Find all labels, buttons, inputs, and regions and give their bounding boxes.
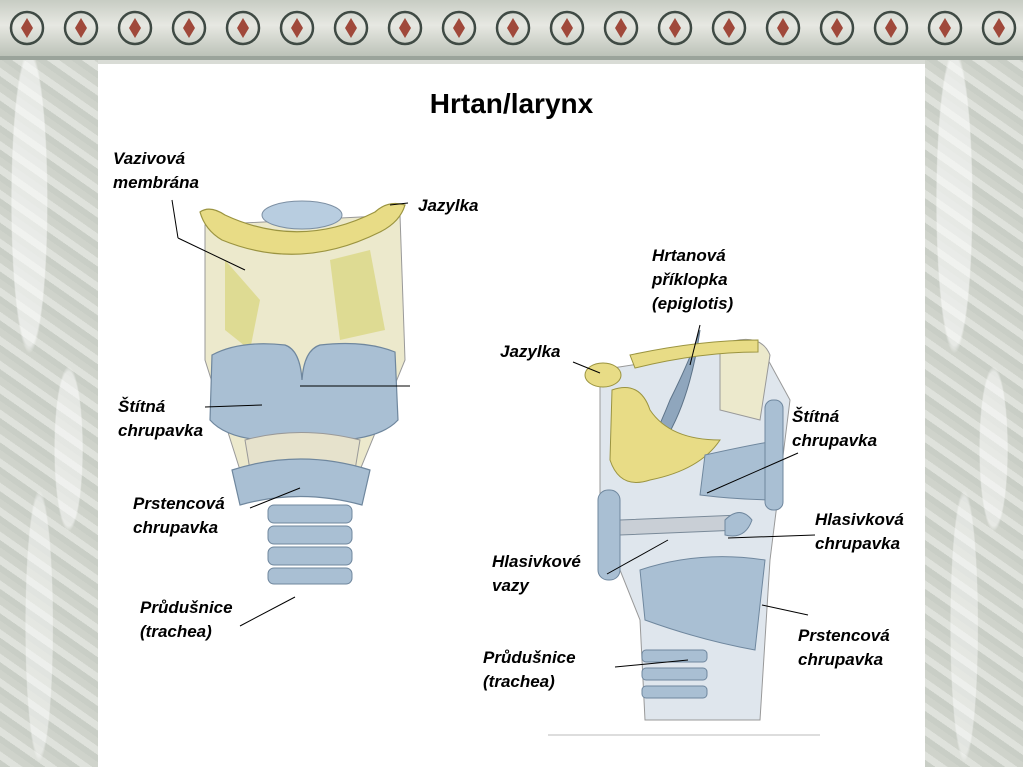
frieze-ring xyxy=(711,10,747,46)
frieze-flower xyxy=(777,18,789,38)
larynx-front-view xyxy=(171,199,410,627)
label-epiglottis: Hrtanová příklopka (epiglotis) xyxy=(652,246,734,313)
frieze-flower xyxy=(885,18,897,38)
decorative-frieze xyxy=(0,0,1023,60)
marble-border-left xyxy=(0,60,98,767)
frieze-flower xyxy=(507,18,519,38)
thyroid-lamina xyxy=(764,399,784,511)
frieze-ring xyxy=(333,10,369,46)
frieze-ring xyxy=(279,10,315,46)
frieze-ring xyxy=(495,10,531,46)
frieze-flower xyxy=(75,18,87,38)
frieze-ring xyxy=(981,10,1017,46)
frieze-flower xyxy=(669,18,681,38)
label-thyroid-right: Štítná chrupavka xyxy=(792,407,878,450)
frieze-flower xyxy=(183,18,195,38)
label-thyroid-left: Štítná chrupavka xyxy=(118,397,204,440)
preepiglottic-fat xyxy=(609,387,721,483)
frieze-flower xyxy=(831,18,843,38)
frieze-ring xyxy=(873,10,909,46)
hyoid-bone-section xyxy=(584,362,622,388)
frieze-ring xyxy=(171,10,207,46)
cricoid-section xyxy=(639,556,766,651)
hyoid-body xyxy=(629,339,759,369)
marble-border-right xyxy=(925,60,1023,767)
frieze-ring xyxy=(9,10,45,46)
frieze-ring xyxy=(117,10,153,46)
trachea-rings xyxy=(267,504,353,585)
larynx-sagittal-view xyxy=(548,324,820,736)
membrane-shading-right xyxy=(330,250,385,340)
membrane-shading-left xyxy=(225,260,260,350)
label-cricoid-left: Prstencová chrupavka xyxy=(133,494,225,537)
anterior-cartilage xyxy=(597,489,621,581)
label-hyoid-left: Jazylka xyxy=(418,196,479,215)
label-cricoid-right: Prstencová chrupavka xyxy=(798,626,890,669)
frieze-flower xyxy=(723,18,735,38)
label-arytenoid: Hlasivková chrupavka xyxy=(815,510,904,553)
label-trachea-left: Průdušnice (trachea) xyxy=(140,598,233,641)
frieze-ring xyxy=(603,10,639,46)
frieze-ring xyxy=(765,10,801,46)
frieze-ring xyxy=(387,10,423,46)
cricoid-cartilage xyxy=(231,458,371,506)
left-leader-lines xyxy=(171,199,410,627)
frieze-flower xyxy=(993,18,1005,38)
frieze-ornament xyxy=(9,10,1017,46)
hyoid-bone xyxy=(199,202,406,255)
frieze-flower xyxy=(939,18,951,38)
label-vocal-cords: Hlasivkové vazy xyxy=(492,552,581,595)
label-trachea-right: Průdušnice (trachea) xyxy=(483,648,576,691)
frieze-flower xyxy=(615,18,627,38)
frieze-flower xyxy=(21,18,33,38)
frieze-flower xyxy=(345,18,357,38)
frieze-ring xyxy=(441,10,477,46)
frieze-ring xyxy=(225,10,261,46)
frieze-flower xyxy=(399,18,411,38)
frieze-ring xyxy=(549,10,585,46)
label-fibrous-membrane: Vazivová membrána xyxy=(113,149,199,192)
slide-title: Hrtan/larynx xyxy=(429,88,594,119)
epiglottis-tip xyxy=(261,200,343,230)
arytenoid-cartilage xyxy=(724,512,753,537)
frieze-ring xyxy=(927,10,963,46)
frieze-flower xyxy=(237,18,249,38)
frieze-ring xyxy=(819,10,855,46)
trachea-section-rings xyxy=(641,649,708,699)
frieze-flower xyxy=(291,18,303,38)
frieze-ring xyxy=(657,10,693,46)
frieze-flower xyxy=(561,18,573,38)
label-hyoid-right: Jazylka xyxy=(500,342,561,361)
frieze-flower xyxy=(453,18,465,38)
right-leader-lines xyxy=(572,324,816,668)
frieze-flower xyxy=(129,18,141,38)
frieze-ring xyxy=(63,10,99,46)
